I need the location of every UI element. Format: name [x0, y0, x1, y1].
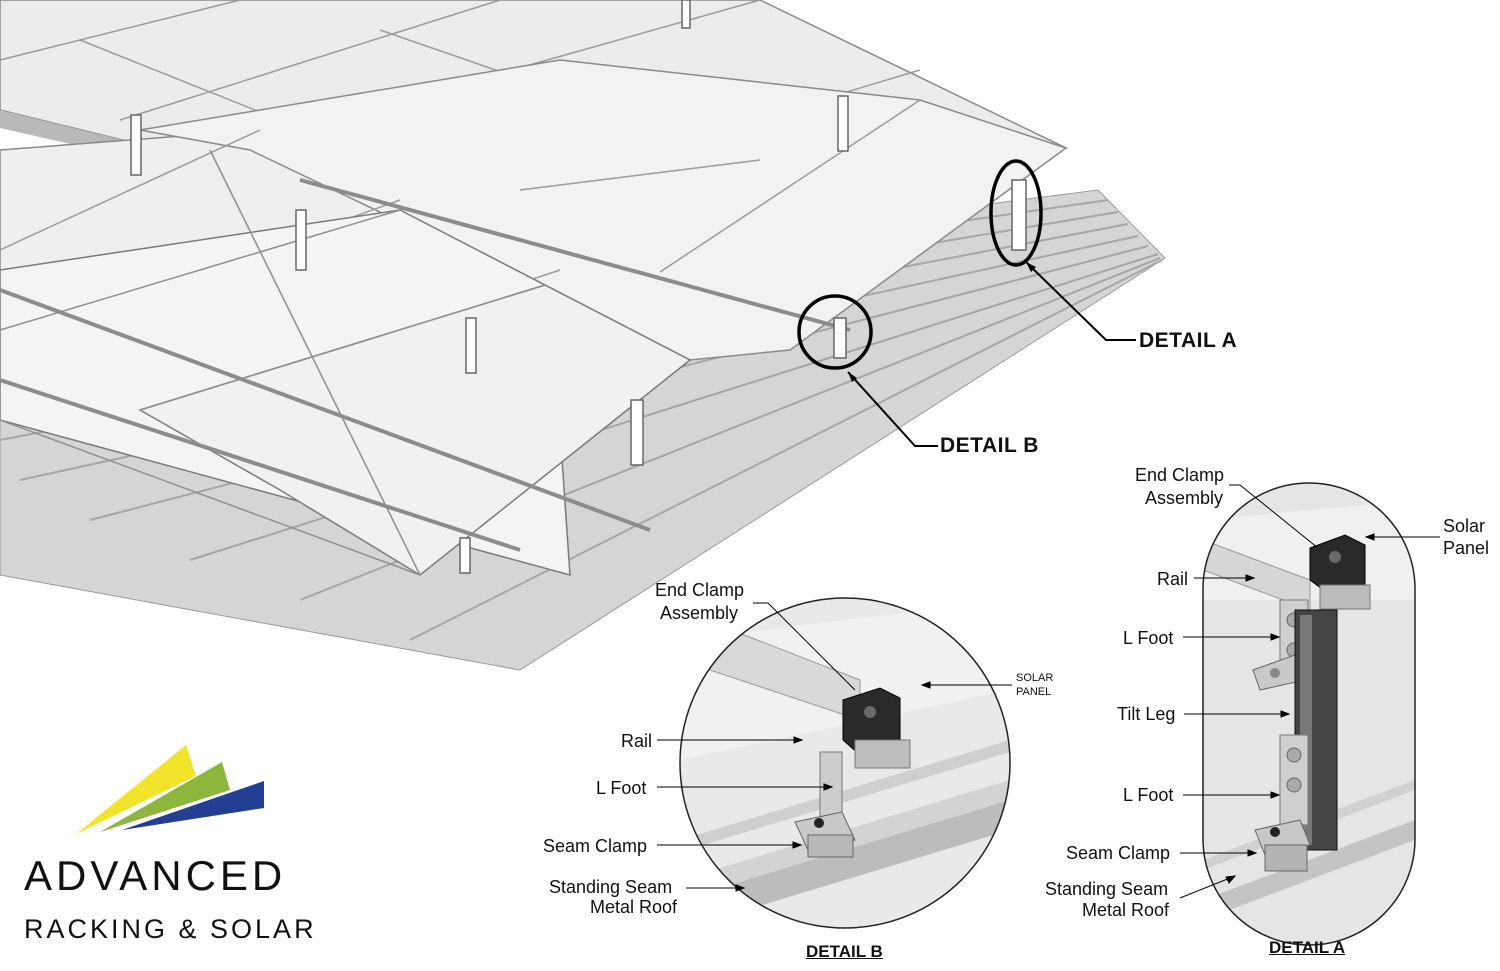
detail-b-view: [657, 597, 1012, 929]
detail-a-marker: [989, 159, 1043, 267]
detail-b-leader: [847, 371, 938, 447]
detail-b-title: DETAIL B: [806, 942, 883, 961]
detail-b-rail-label: Rail: [621, 731, 653, 751]
detail-a-callout: DETAIL A: [1139, 329, 1238, 352]
detail-b-marker: [797, 294, 873, 370]
company-logo-mark: [76, 745, 264, 834]
logo-wordmark-advanced: ADVANCED: [24, 852, 287, 899]
detail-a-roof-label-1: Standing Seam: [1045, 879, 1169, 899]
detail-b-roof-label-2: Metal Roof: [590, 897, 678, 917]
detail-b-seam-clamp-label: Seam Clamp: [543, 836, 648, 856]
logo-wordmark-racking-solar: RACKING & SOLAR: [24, 914, 317, 944]
detail-a-l-foot-lower-label: L Foot: [1123, 785, 1174, 805]
detail-b-end-clamp-label-2: Assembly: [660, 603, 739, 623]
detail-a-rail-label: Rail: [1157, 569, 1189, 589]
panel-array-front: [0, 149, 851, 577]
logo-blue-stripe: [122, 781, 264, 830]
detail-b-roof-label-1: Standing Seam: [549, 877, 673, 897]
detail-a-leader: [1025, 261, 1136, 341]
detail-a-solar-label-1: Solar: [1443, 516, 1486, 536]
detail-a-tilt-leg-label: Tilt Leg: [1117, 704, 1176, 724]
detail-b-solar-panel-label-1: SOLAR: [1016, 672, 1054, 684]
detail-a-roof-label-2: Metal Roof: [1082, 900, 1170, 920]
detail-a-l-foot-upper-label: L Foot: [1123, 628, 1174, 648]
detail-a-end-clamp-label-2: Assembly: [1145, 488, 1224, 508]
detail-a-solar-label-2: Panel: [1443, 538, 1490, 558]
detail-a-title: DETAIL A: [1269, 938, 1346, 957]
detail-a-end-clamp-label-1: End Clamp: [1135, 465, 1225, 485]
detail-b-end-clamp-label-1: End Clamp: [655, 580, 745, 600]
detail-a-seam-clamp-label: Seam Clamp: [1066, 843, 1171, 863]
tilt-legs: [130, 0, 1027, 574]
logo-yellow-stripe: [76, 745, 196, 834]
detail-b-callout: DETAIL B: [940, 434, 1039, 457]
detail-b-l-foot-label: L Foot: [596, 778, 647, 798]
logo-green-stripe: [100, 762, 230, 832]
detail-a-view: [1179, 482, 1440, 946]
detail-b-solar-panel-label-2: PANEL: [1016, 686, 1052, 698]
